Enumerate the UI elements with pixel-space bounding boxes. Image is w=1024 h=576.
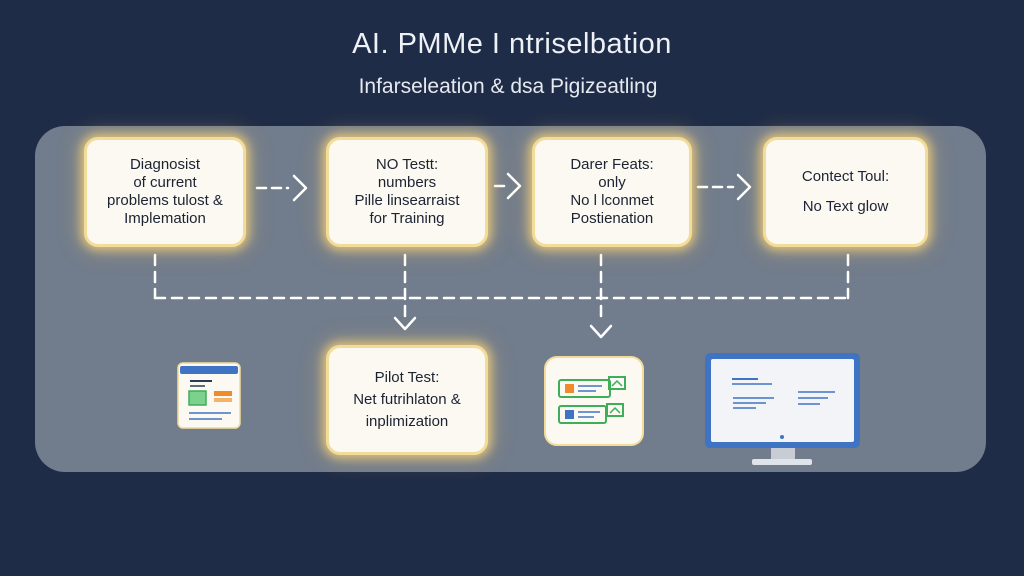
step-3-line-2: only — [598, 174, 626, 191]
step-2-line-2: numbers — [377, 174, 437, 191]
step-box-no-test: NO Testt: numbers Pille linsearraist for… — [326, 137, 488, 247]
feedback-loop — [153, 253, 850, 324]
page-title: AI. PMMe I ntriselbation — [352, 28, 672, 60]
arrow-2-3 — [493, 172, 522, 200]
page-subtitle: Infarseleation & dsa Pigizeatling — [358, 75, 658, 98]
step-3-line-3: No l lconmet — [570, 192, 654, 209]
flowchart-icon — [544, 356, 644, 446]
step-1-line-1: Diagnosist — [129, 156, 201, 173]
step-1-line-3: problems tulost & — [107, 192, 223, 209]
step-2-line-4: for Training — [369, 210, 445, 227]
step-1-line-4: Implemation — [124, 210, 206, 227]
pilot-line-3: inplimization — [365, 413, 449, 430]
step-box-contect-toul: Contect Toul: No Text glow — [763, 137, 928, 247]
pilot-line-2: Net futrihlaton & — [353, 391, 461, 408]
arrow-down-flowchart — [589, 324, 613, 339]
step-2-line-3: Pille linsearraist — [354, 192, 460, 209]
dashboard-window-icon — [177, 362, 241, 429]
pilot-test-box: Pilot Test: Net futrihlaton & inplimizat… — [326, 345, 488, 455]
step-4-line-2: No Text glow — [802, 198, 889, 215]
desktop-monitor-icon — [705, 353, 860, 465]
pilot-line-1: Pilot Test: — [374, 369, 440, 386]
step-3-line-4: Postienation — [570, 210, 654, 227]
step-4-line-1: Contect Toul: — [801, 168, 890, 185]
arrow-3-4 — [696, 173, 752, 201]
step-3-line-1: Darer Feats: — [570, 156, 654, 173]
step-2-line-1: NO Testt: — [375, 156, 439, 173]
step-1-line-2: of current — [133, 174, 197, 191]
arrow-1-2 — [255, 174, 308, 202]
step-box-data-feats: Darer Feats: only No l lconmet Postienat… — [532, 137, 692, 247]
arrow-down-pilot — [393, 316, 417, 331]
step-box-diagnosis: Diagnosist of current problems tulost & … — [84, 137, 246, 247]
